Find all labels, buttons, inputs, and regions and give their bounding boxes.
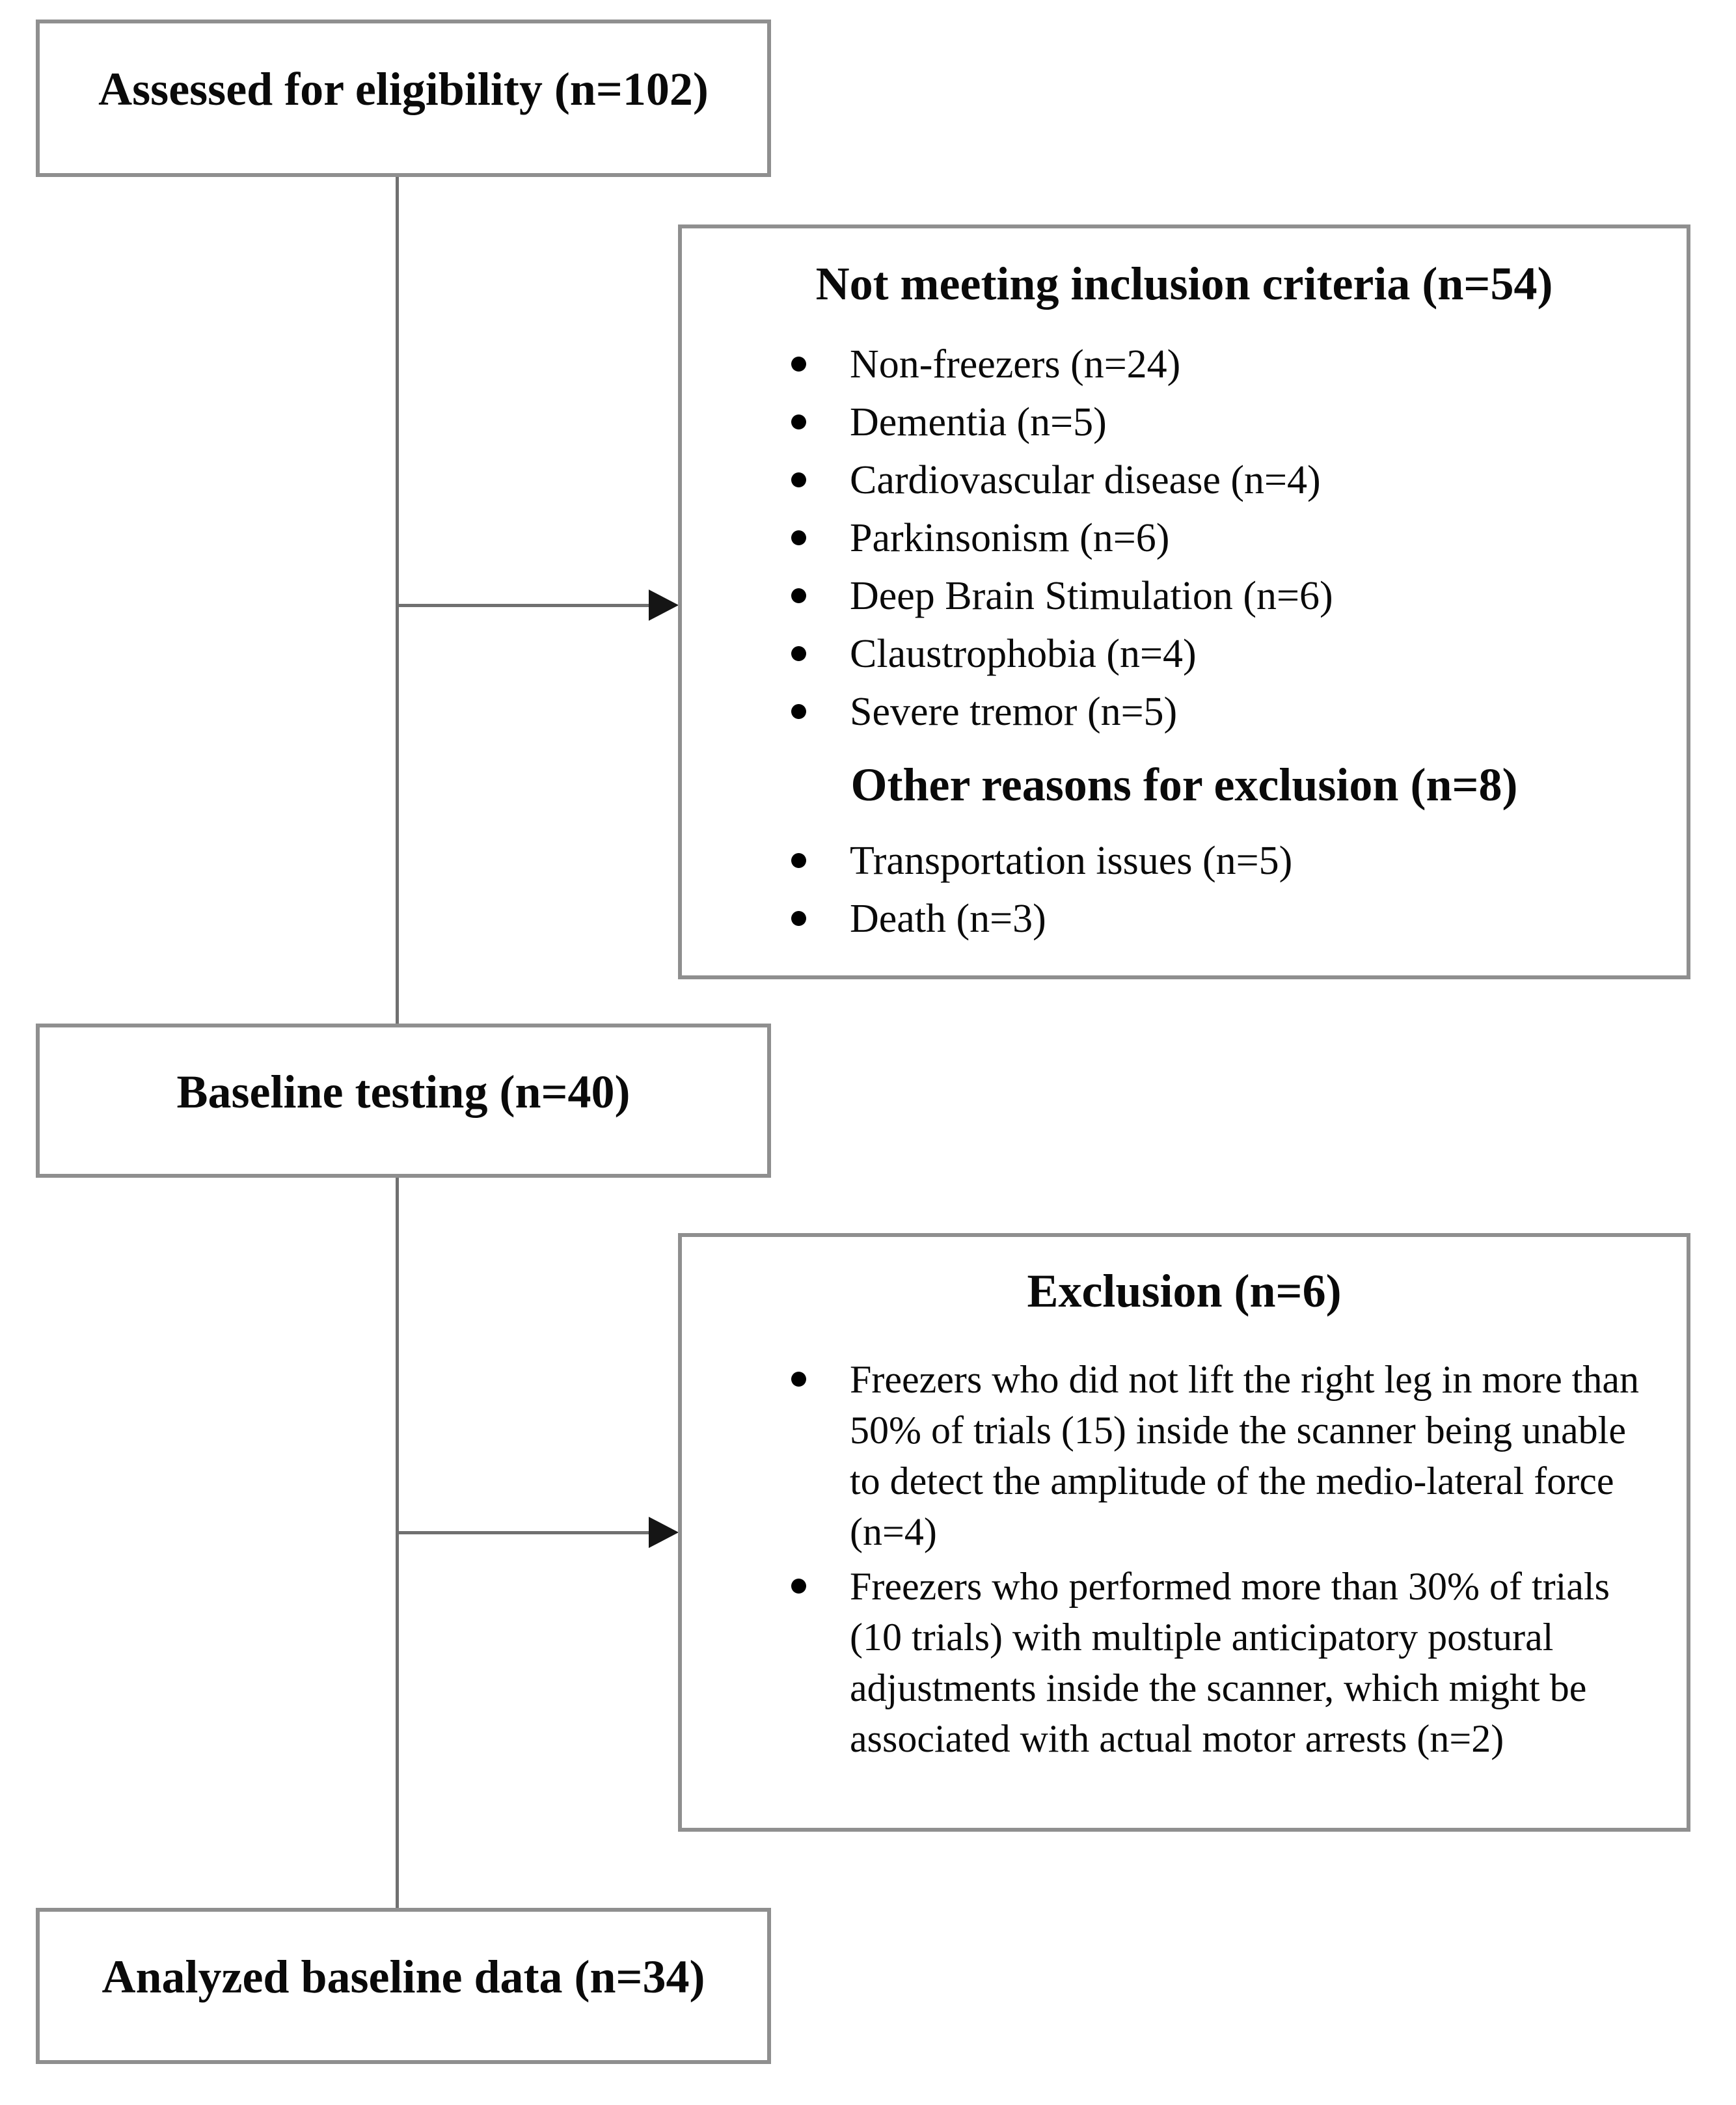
list-item: Cardiovascular disease (n=4) bbox=[791, 460, 1687, 500]
list-item: Parkinsonism (n=6) bbox=[791, 518, 1687, 558]
baseline-testing-label: Baseline testing (n=40) bbox=[176, 1065, 631, 1118]
list-item: Freezers who did not lift the right leg … bbox=[791, 1354, 1657, 1557]
connector-line-assessed-to-baseline bbox=[396, 177, 399, 1024]
analyzed-baseline-data-label: Analyzed baseline data (n=34) bbox=[102, 1951, 705, 2003]
other-reasons-list: Transportation issues (n=5) Death (n=3) bbox=[682, 841, 1687, 939]
connector-line-baseline-to-analyzed bbox=[396, 1178, 399, 1908]
inclusion-exclusion-reasons-list: Non-freezers (n=24) Dementia (n=5) Cardiov… bbox=[682, 344, 1687, 732]
list-item: Deep Brain Stimulation (n=6) bbox=[791, 576, 1687, 616]
arrowhead-icon bbox=[649, 1517, 679, 1548]
assessed-eligibility-box: Assessed for eligibility (n=102) bbox=[36, 20, 771, 177]
analyzed-baseline-data-box: Analyzed baseline data (n=34) bbox=[36, 1908, 771, 2064]
list-item: Non-freezers (n=24) bbox=[791, 344, 1687, 385]
list-item: Dementia (n=5) bbox=[791, 402, 1687, 442]
arrow-line-to-not-meeting-box bbox=[398, 604, 653, 607]
exclusion-box: Exclusion (n=6) Freezers who did not lif… bbox=[678, 1233, 1690, 1832]
not-meeting-criteria-title: Not meeting inclusion criteria (n=54) bbox=[815, 258, 1553, 310]
arrow-line-to-exclusion-box bbox=[398, 1531, 653, 1534]
list-item: Transportation issues (n=5) bbox=[791, 841, 1687, 881]
arrowhead-icon bbox=[649, 590, 679, 621]
list-item: Freezers who performed more than 30% of … bbox=[791, 1561, 1657, 1764]
exclusion-title: Exclusion (n=6) bbox=[1027, 1265, 1342, 1317]
list-item: Death (n=3) bbox=[791, 899, 1687, 939]
other-reasons-title: Other reasons for exclusion (n=8) bbox=[850, 758, 1518, 811]
list-item: Severe tremor (n=5) bbox=[791, 692, 1687, 732]
list-item: Claustrophobia (n=4) bbox=[791, 634, 1687, 674]
assessed-eligibility-label: Assessed for eligibility (n=102) bbox=[98, 63, 709, 116]
not-meeting-criteria-box: Not meeting inclusion criteria (n=54) No… bbox=[678, 224, 1690, 979]
exclusion-criteria-list: Freezers who did not lift the right leg … bbox=[682, 1354, 1687, 1764]
baseline-testing-box: Baseline testing (n=40) bbox=[36, 1024, 771, 1178]
